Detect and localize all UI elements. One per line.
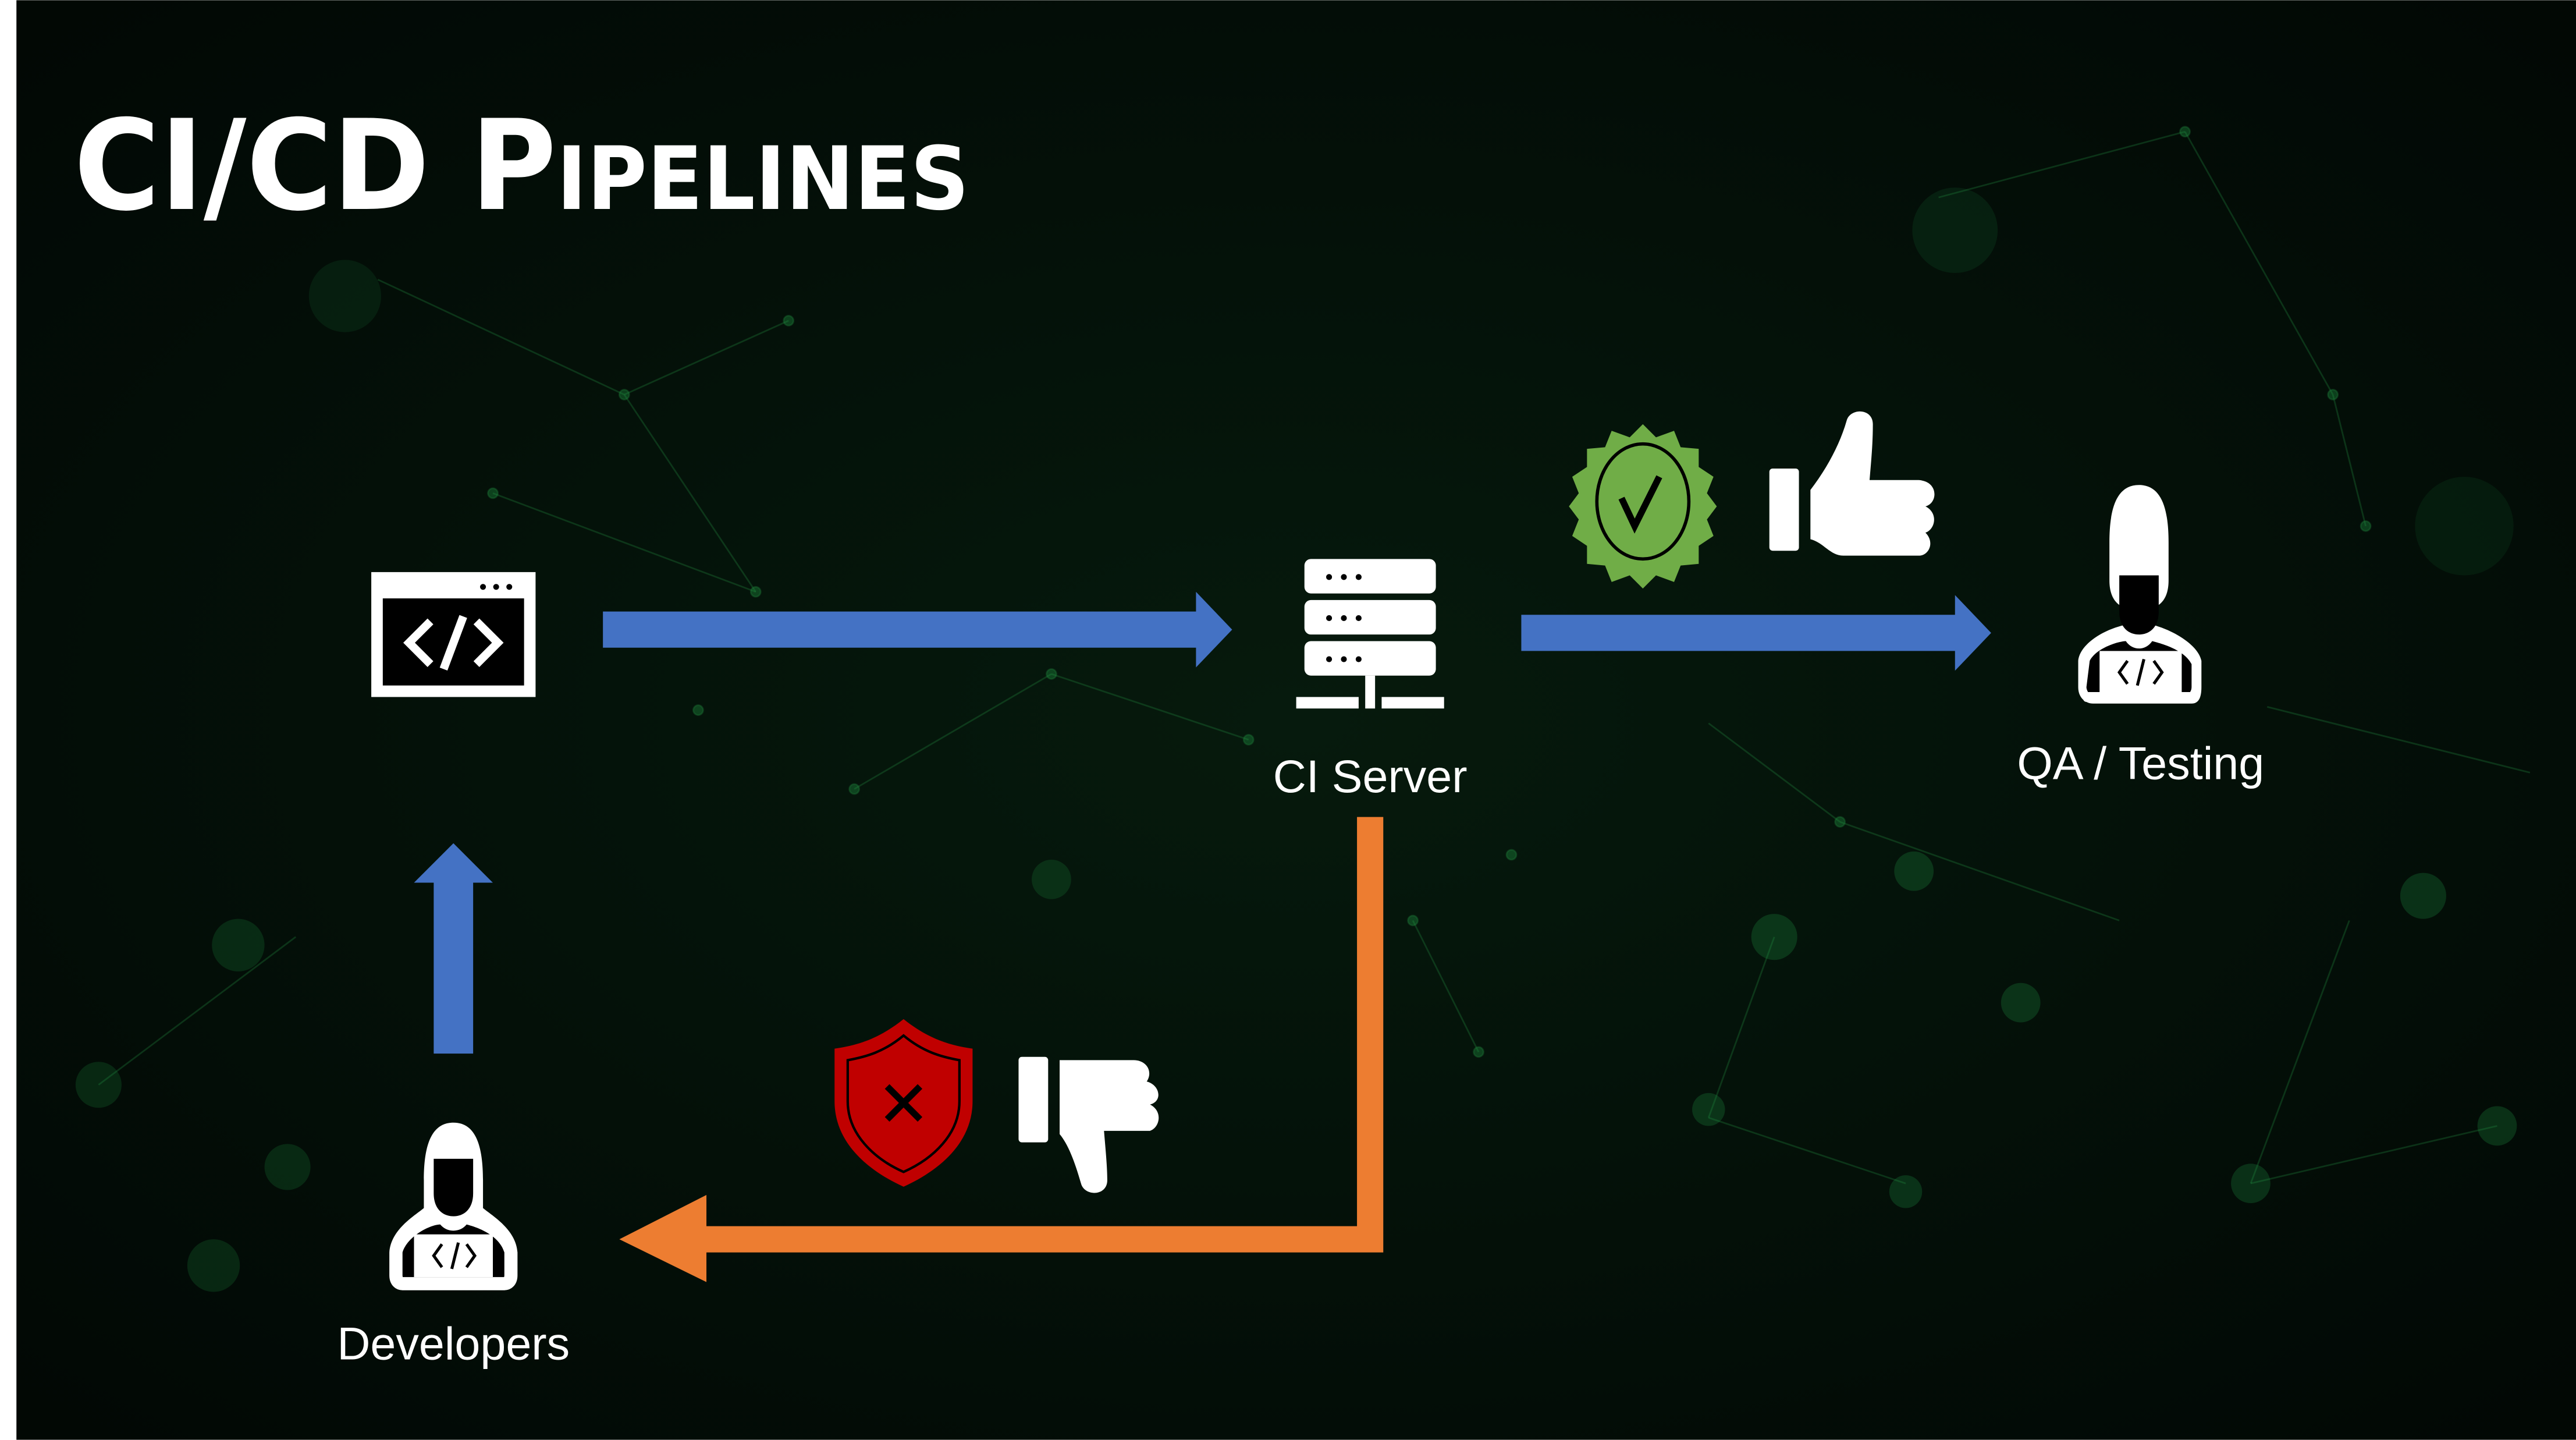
qa-testing-label: QA / Testing <box>2017 737 2264 789</box>
thumbs-up-icon <box>1769 411 1935 556</box>
network-decoration <box>75 126 2531 1292</box>
server-icon <box>1296 559 1444 709</box>
arrow-ci-to-qa <box>1521 595 1991 671</box>
arrow-developers-to-code <box>414 843 493 1054</box>
qa-developer-icon <box>2078 485 2202 704</box>
arrow-code-to-ci <box>603 591 1232 668</box>
thumbs-down-icon <box>1018 1056 1159 1193</box>
code-window-icon <box>371 572 536 697</box>
arrow-ci-to-developers-failure <box>619 817 1384 1282</box>
developer-icon <box>389 1122 518 1290</box>
developers-label: Developers <box>337 1317 570 1369</box>
shield-error-icon <box>834 1019 973 1187</box>
ci-server-label: CI Server <box>1273 750 1468 802</box>
page-title: CI/CD Pipelines <box>74 93 969 239</box>
approved-badge-icon <box>1569 424 1717 589</box>
